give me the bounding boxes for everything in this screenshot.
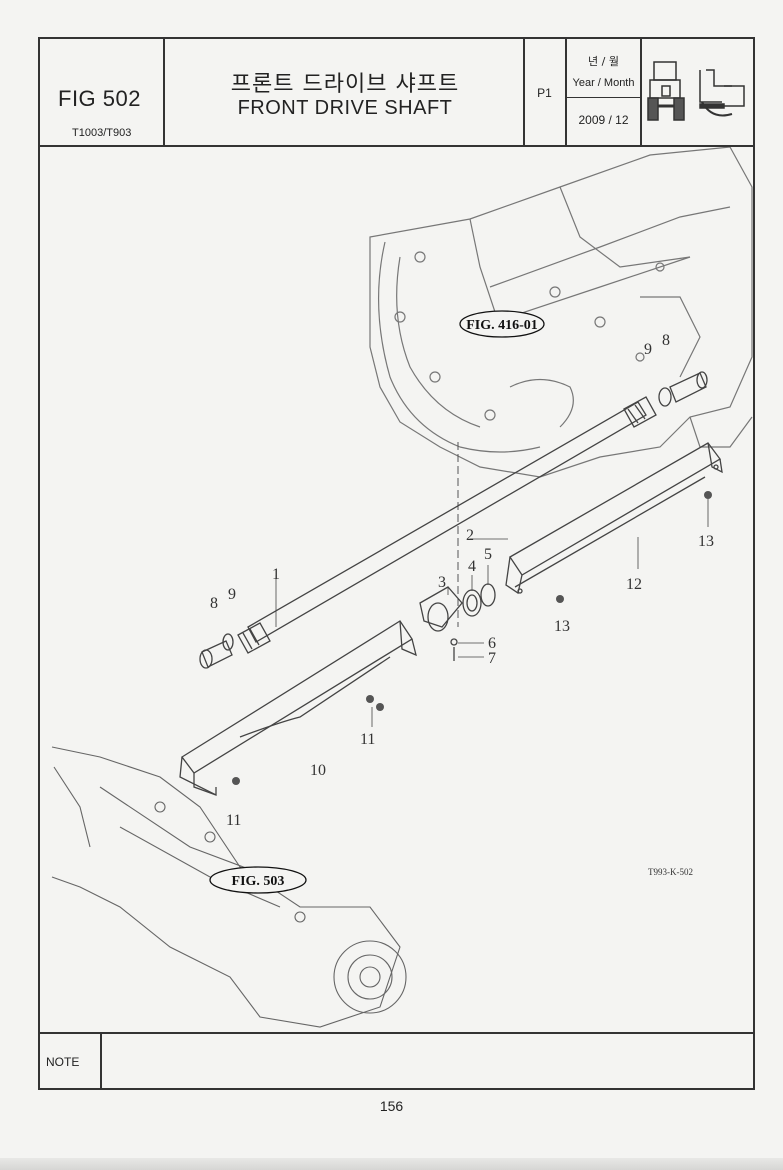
page-frame (38, 37, 755, 1090)
callout-6: 6 (488, 635, 496, 652)
exploded-parts-diagram: FIG. 416-01 FIG. 503 1 2 3 4 5 6 7 8 (51, 147, 753, 1028)
year-month-value: 2009 / 12 (578, 113, 629, 127)
lower-shaft-cover (179, 620, 417, 797)
figure-reference-416-01[interactable]: FIG. 416-01 (459, 310, 545, 338)
callout-2: 2 (466, 527, 474, 544)
callout-12: 12 (626, 576, 642, 593)
figure-reference-503[interactable]: FIG. 503 (209, 866, 307, 894)
figure-ref-label: FIG. 416-01 (466, 318, 538, 333)
upper-shaft-cover (505, 442, 723, 595)
callout-5: 5 (484, 546, 492, 563)
drawing-code: T993-K-502 (648, 867, 693, 877)
year-month-label: Year / Month (572, 77, 635, 89)
page-number: 156 (379, 1098, 404, 1114)
bushings (199, 371, 708, 669)
title-korean: 프론트 드라이브 샤프트 (230, 72, 460, 97)
transmission-housing (369, 147, 753, 478)
tractor-location-icon (647, 61, 745, 121)
header-divider (640, 37, 642, 145)
callout-9-bottom: 9 (228, 586, 236, 603)
callout-11-bottom: 11 (226, 812, 241, 829)
callout-13-top: 13 (698, 533, 714, 550)
header-divider (523, 37, 525, 145)
header-divider (565, 37, 567, 145)
callout-10: 10 (310, 762, 326, 779)
callout-7: 7 (488, 650, 496, 667)
year-month-label-korean: 년 / 월 (588, 55, 619, 68)
page-code: P1 (537, 86, 552, 100)
note-divider (38, 1032, 755, 1034)
note-field[interactable] (104, 1036, 752, 1086)
callout-8-top: 8 (662, 332, 670, 349)
header-divider (38, 145, 755, 147)
figure-number: FIG 502 (58, 86, 141, 111)
header-divider (565, 97, 640, 98)
part-callouts: 1 2 3 4 5 6 7 8 9 8 9 10 11 11 12 13 13 (210, 332, 714, 829)
callout-1: 1 (272, 566, 280, 583)
model-code: T1003/T903 (72, 127, 132, 139)
callout-13-bottom: 13 (554, 618, 570, 635)
callout-11-top: 11 (360, 731, 375, 748)
bolts (232, 491, 712, 785)
note-label: NOTE (46, 1055, 80, 1069)
callout-3: 3 (438, 574, 446, 591)
figure-ref-label: FIG. 503 (232, 874, 285, 889)
title-english: FRONT DRIVE SHAFT (237, 97, 453, 119)
header-divider (163, 37, 165, 145)
front-axle-housing (51, 746, 407, 1028)
scan-edge (0, 1158, 783, 1170)
callout-8-bottom: 8 (210, 595, 218, 612)
note-divider (100, 1032, 102, 1090)
callout-4: 4 (468, 558, 476, 575)
leader-lines (275, 499, 709, 727)
callout-9-top: 9 (644, 341, 652, 358)
drive-shaft (237, 396, 657, 654)
